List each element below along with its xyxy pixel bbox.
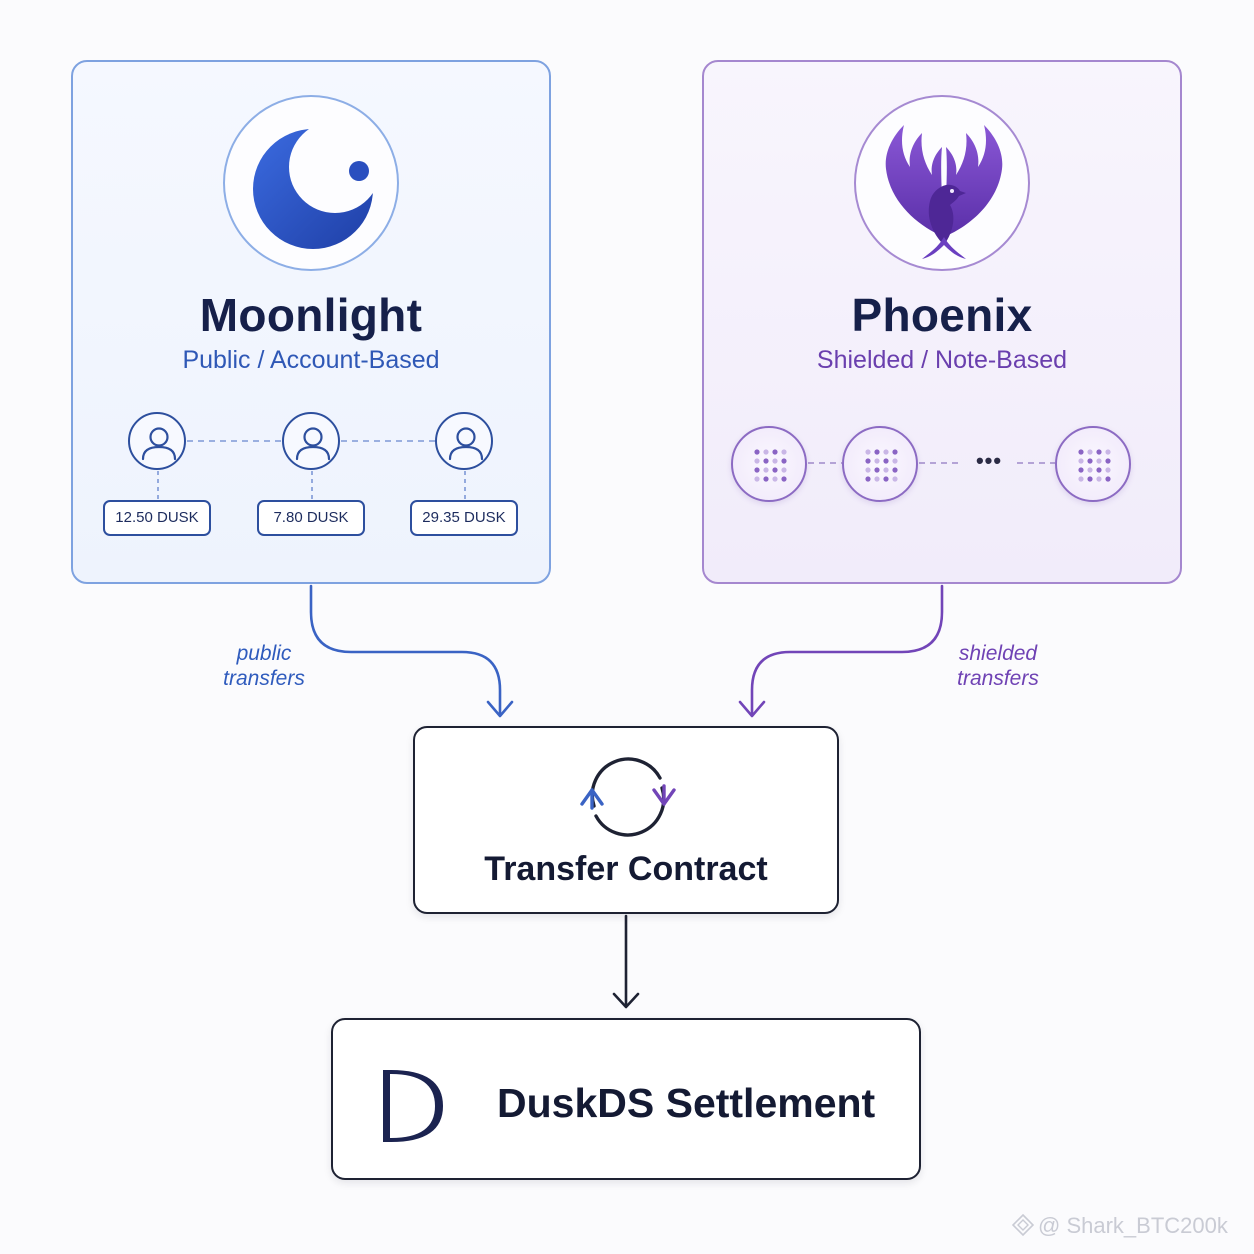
note-links: [808, 462, 1055, 464]
shielded-note-icon-2: [842, 426, 918, 502]
user-icon: [141, 427, 177, 461]
dusk-d-logo: [383, 1070, 443, 1142]
settlement-box: DuskDS Settlement: [331, 1018, 921, 1180]
sync-arrows-icon: [580, 757, 676, 837]
note-icon: [754, 449, 787, 482]
transfer-contract-title: Transfer Contract: [484, 850, 768, 888]
moonlight-title: Moonlight: [199, 289, 423, 341]
watermark: @ Shark_BTC200k: [1012, 1213, 1228, 1239]
account-balance-1: 12.50 DUSK: [103, 500, 211, 536]
shielded-note-icon-3: [1055, 426, 1131, 502]
moonlight-subtitle: Public / Account-Based: [182, 346, 440, 374]
watermark-text: @ Shark_BTC200k: [1038, 1213, 1228, 1238]
account-user-icon-1: [128, 412, 186, 470]
diamond-logo-icon: [1012, 1214, 1034, 1236]
account-balance-3: 29.35 DUSK: [410, 500, 518, 536]
public-transfer-arrow: [309, 584, 502, 716]
phoenix-subtitle: Shielded / Note-Based: [816, 346, 1068, 374]
moonlight-logo: [223, 95, 399, 271]
phoenix-bird-icon: [885, 125, 1003, 259]
account-user-icon-3: [435, 412, 493, 470]
crescent-moon-icon: [253, 129, 373, 249]
shielded-transfer-arrow: [750, 584, 944, 716]
note-icon: [1078, 449, 1111, 482]
shielded-note-icon-1: [731, 426, 807, 502]
phoenix-title: Phoenix: [851, 289, 1033, 341]
transfer-contract-box: Transfer Contract: [413, 726, 839, 914]
moonlight-panel: Moonlight Public / Account-Based: [71, 60, 551, 584]
note-icon: [865, 449, 898, 482]
phoenix-panel: Phoenix Shielded / Note-Based: [702, 60, 1182, 584]
account-balance-2: 7.80 DUSK: [257, 500, 365, 536]
account-links: [157, 440, 466, 499]
user-icon: [295, 427, 331, 461]
public-arrowhead: [486, 700, 514, 718]
shielded-arrowhead: [738, 700, 766, 718]
phoenix-logo: [854, 95, 1030, 271]
more-notes-ellipsis: •••: [975, 448, 1003, 473]
user-icon: [448, 427, 484, 461]
settlement-title: DuskDS Settlement: [497, 1080, 876, 1126]
settlement-arrowhead: [612, 992, 640, 1009]
account-user-icon-2: [282, 412, 340, 470]
